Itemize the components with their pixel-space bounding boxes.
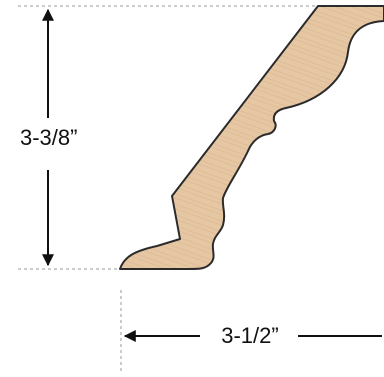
width-dimension-label: 3-1/2” bbox=[221, 323, 278, 348]
crown-molding-profile bbox=[119, 5, 384, 270]
height-dimension-label: 3-3/8” bbox=[20, 125, 77, 150]
